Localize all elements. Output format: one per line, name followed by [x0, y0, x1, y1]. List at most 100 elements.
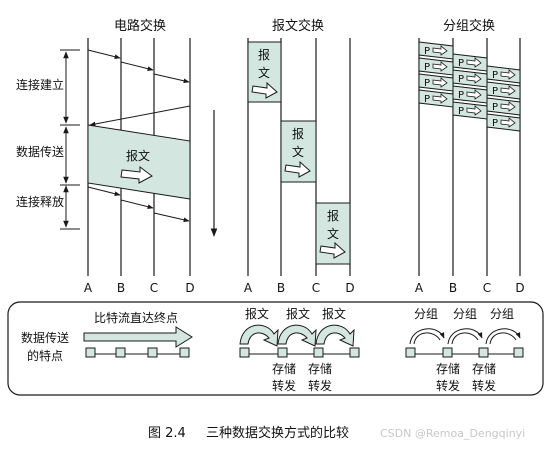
packet-arrow: [500, 69, 516, 80]
circuit-setup-arrows: [87, 49, 191, 127]
packet-arrow: [466, 89, 482, 100]
message-forward-label-1: 转发: [272, 378, 296, 393]
packet-label: P: [424, 46, 430, 57]
phase-setup-label: 连接建立: [16, 77, 64, 92]
figure-caption: 三种数据交换方式的比较: [206, 425, 349, 441]
message-node-b: B: [277, 281, 285, 295]
packet-block: P: [418, 89, 454, 108]
packet-block: P: [486, 113, 521, 132]
packet-label: P: [492, 102, 498, 113]
bitstream-direct-label: 比特流直达终点: [94, 310, 178, 325]
packet-forward-label-1: 转发: [436, 378, 460, 393]
data-transfer-row-label-2: 的特点: [27, 348, 63, 363]
message-store-label-1: 存储: [272, 361, 296, 376]
packet-label: P: [458, 106, 464, 117]
packet-node-a: A: [415, 281, 424, 295]
circuit-node-c: C: [150, 281, 158, 295]
packet-label: P: [424, 78, 430, 89]
message-block-hop-1: 报 文: [247, 41, 282, 103]
message-block-hop-2: 报 文: [280, 120, 317, 183]
packet-hop-label-3: 分组: [490, 307, 514, 321]
packet-arrow: [466, 105, 482, 116]
message-char-2: 文: [327, 226, 339, 241]
packet-nodes-row: [405, 347, 524, 358]
message-nodes-row: [239, 347, 360, 358]
packet-label: P: [458, 58, 464, 69]
packet-arrow: [432, 45, 448, 56]
circuit-block-arrow: [120, 166, 153, 184]
packet-store-label-2: 存储: [472, 361, 496, 376]
title-message-switching: 报文交换: [272, 18, 324, 34]
packet-block: P: [486, 97, 521, 116]
message-node-a: A: [244, 281, 253, 295]
packet-forward-label-2: 转发: [472, 378, 496, 393]
message-hop-arcs: [239, 324, 355, 347]
packet-label: P: [458, 90, 464, 101]
message-store-label-2: 存储: [308, 361, 332, 376]
circuit-nodes-row: [85, 347, 190, 358]
circuit-release-arrows: [87, 186, 190, 223]
packet-arrow: [432, 61, 448, 72]
phase-brackets: [60, 49, 80, 230]
message-forward-label-2: 转发: [308, 378, 332, 393]
packet-arrow: [432, 77, 448, 88]
packet-label: P: [458, 74, 464, 85]
packet-block: P: [452, 53, 488, 72]
packet-arrow: [500, 117, 516, 128]
message-block-arrow: [319, 241, 346, 259]
packet-label: P: [424, 94, 430, 105]
packet-block: P: [452, 85, 488, 104]
packet-hop-label-1: 分组: [414, 307, 438, 321]
packet-block: P: [418, 73, 454, 92]
circuit-node-a: A: [84, 281, 93, 295]
packet-label: P: [492, 70, 498, 81]
title-circuit-switching: 电路交换: [114, 18, 166, 34]
message-node-c: C: [312, 281, 320, 295]
phase-transfer-label: 数据传送: [16, 144, 64, 159]
message-char-1: 报: [258, 47, 270, 62]
packet-node-b: B: [449, 281, 457, 295]
circuit-node-b: B: [117, 281, 125, 295]
phase-release-label: 连接释放: [16, 194, 64, 209]
watermark: CSDN @Remoa_Dengqinyi: [380, 427, 525, 440]
packet-node-d: D: [515, 281, 524, 295]
figure-number: 图 2.4: [148, 426, 186, 441]
packet-block: P: [418, 57, 454, 76]
circuit-message-label: 报文: [126, 148, 150, 163]
message-hop-label-1: 报文: [245, 306, 269, 321]
title-packet-switching: 分组交换: [443, 18, 495, 34]
packet-arrow: [500, 101, 516, 112]
message-hop-label-2: 报文: [286, 306, 310, 321]
message-char-2: 文: [292, 144, 304, 159]
packet-arrow: [500, 85, 516, 96]
message-char-1: 报: [292, 126, 304, 141]
packet-node-c: C: [483, 281, 491, 295]
packet-label: P: [492, 118, 498, 129]
message-block-hop-3: 报 文: [315, 202, 351, 265]
packet-block: P: [486, 81, 521, 100]
message-hop-label-3: 报文: [322, 306, 346, 321]
packet-arrow: [466, 73, 482, 84]
packet-arrow: [466, 57, 482, 68]
message-char-2: 文: [258, 65, 270, 80]
packet-hop-arcs: [409, 328, 521, 345]
packet-block: P: [486, 65, 521, 84]
packet-block: P: [452, 101, 488, 120]
packet-store-label-1: 存储: [436, 361, 460, 376]
packet-hop-label-2: 分组: [453, 307, 477, 321]
characteristics-box: [7, 301, 544, 396]
data-transfer-row-label-1: 数据传送: [21, 330, 69, 345]
message-char-1: 报: [327, 208, 339, 223]
packet-label: P: [492, 86, 498, 97]
message-block-arrow: [251, 81, 278, 99]
packet-block: P: [452, 69, 488, 88]
packet-label: P: [424, 62, 430, 73]
message-block-arrow: [284, 160, 311, 178]
bitstream-arrow: [83, 326, 193, 348]
packet-arrow: [432, 93, 448, 104]
circuit-node-d: D: [185, 281, 194, 295]
packet-block: P: [418, 41, 454, 60]
circuit-data-band: [87, 124, 191, 200]
